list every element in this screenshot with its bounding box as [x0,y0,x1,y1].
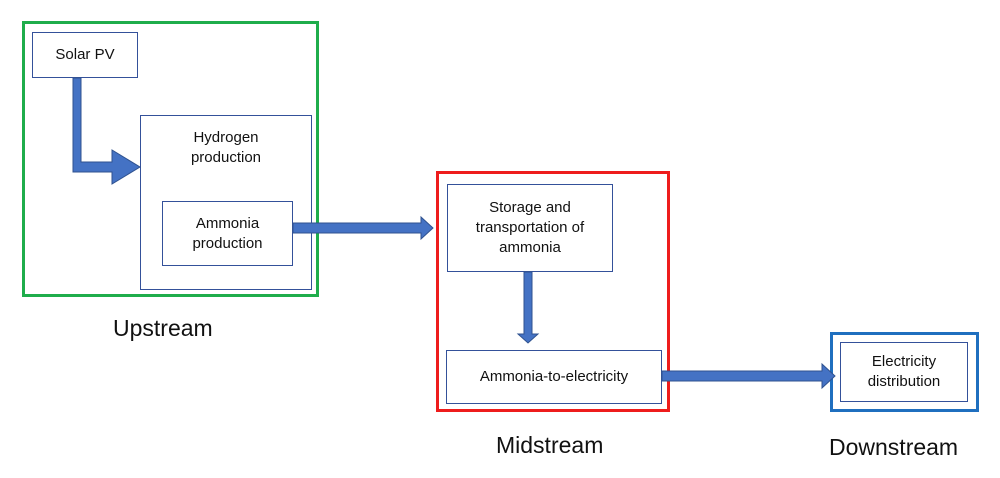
upstream-group [22,21,319,297]
electricity-to-distribution-arrow [661,362,836,390]
ammonia-to-electricity-label: Ammonia-to-electricity [479,368,629,385]
midstream-label: Midstream [496,432,604,458]
ammonia-to-storage-arrow [292,215,434,241]
solar-pv-node: Solar PV [32,32,138,78]
ammonia-production-label: Ammonia production [192,214,263,252]
upstream-label: Upstream [113,315,213,341]
downstream-group [830,332,979,412]
electricity-distribution-label: Electricity distribution [867,353,941,390]
storage-to-electricity-arrow [516,271,540,344]
solar-to-hydrogen-arrow [72,77,141,185]
solar-pv-label: Solar PV [55,46,115,63]
electricity-distribution-node: Electricity distribution [840,342,968,402]
ammonia-to-electricity-node: Ammonia-to-electricity [446,350,662,404]
storage-transport-label: Storage and transportation of ammonia [475,199,585,256]
downstream-label: Downstream [829,434,959,460]
storage-transport-node: Storage and transportation of ammonia [447,184,613,272]
midstream-group [436,171,670,412]
hydrogen-production-label: Hydrogen production [190,129,262,166]
ammonia-production-node: Ammonia production [162,201,293,266]
